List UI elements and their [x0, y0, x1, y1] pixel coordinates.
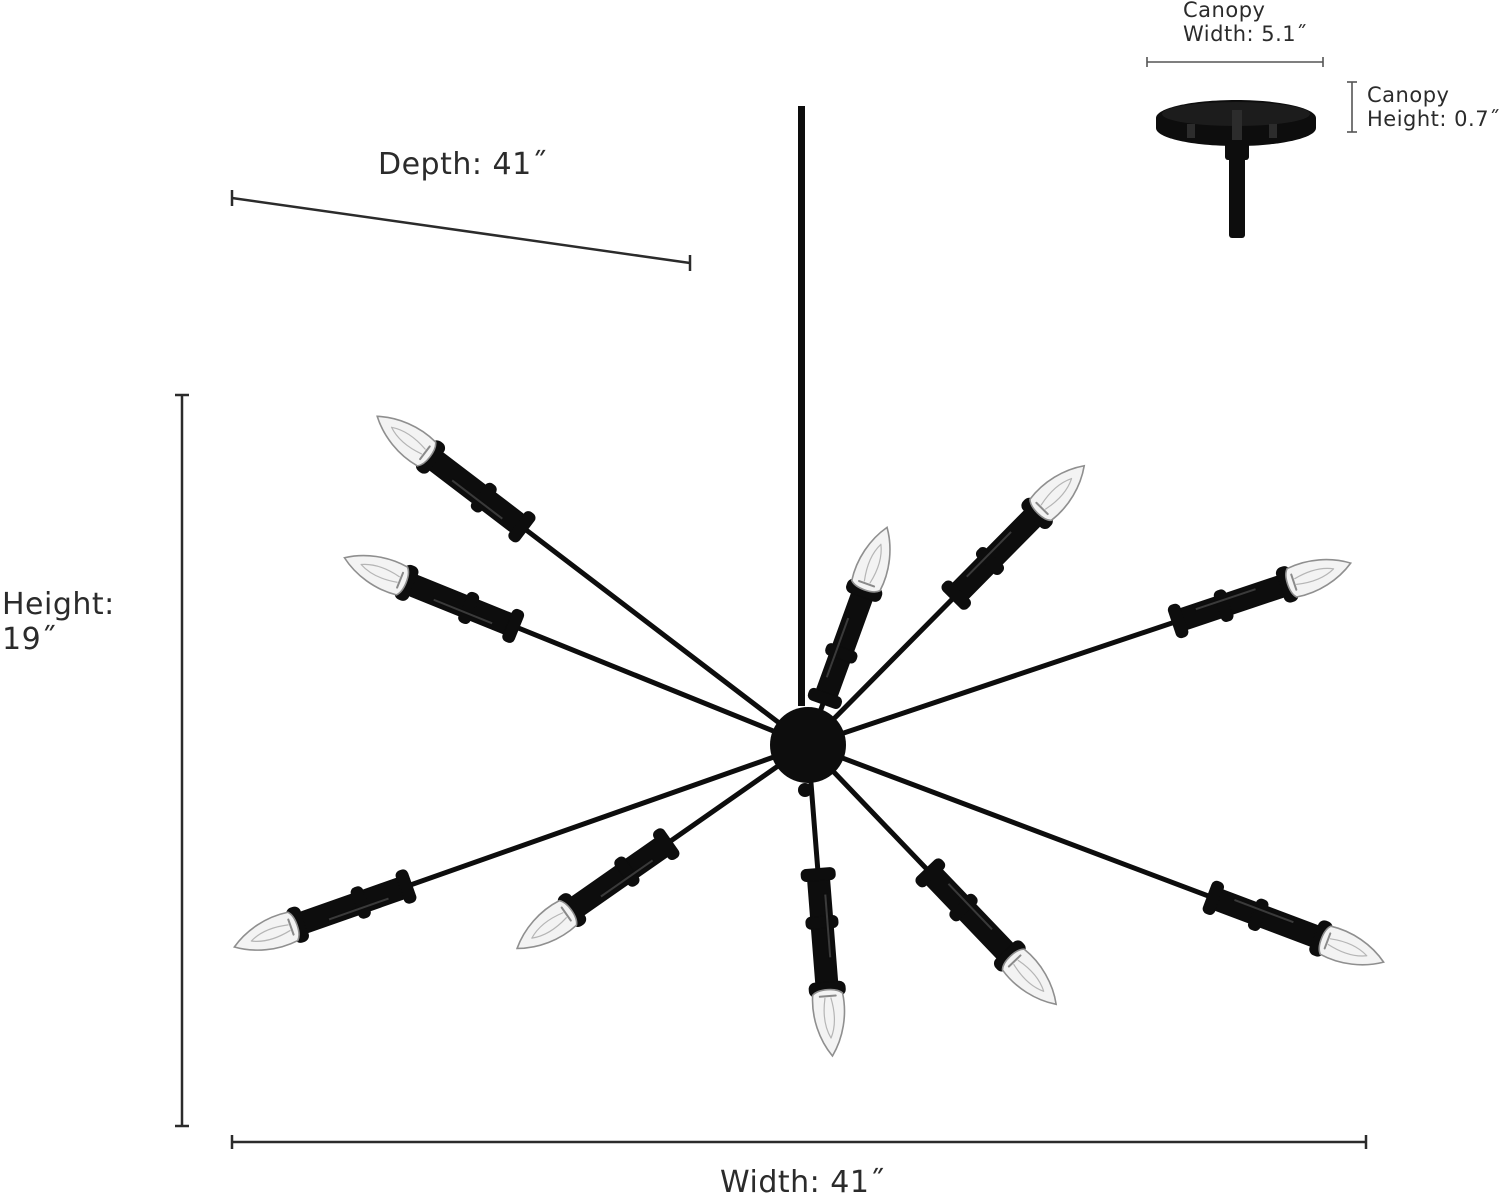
chandelier-arm: [474, 490, 835, 766]
height-label: Height: 19˝: [2, 587, 115, 657]
hub-finial: [798, 783, 812, 797]
sputnik-chandelier-icon: [228, 106, 1391, 1059]
light-bulb-icon: [337, 542, 414, 599]
height-label-line2: 19˝: [2, 621, 57, 657]
width-label: Width: 41˝: [720, 1165, 885, 1200]
candle-socket: [284, 867, 419, 945]
canopy-width-label: Canopy Width: 5.1˝: [1183, 0, 1307, 46]
height-label-line1: Height:: [2, 587, 115, 622]
canopy-height-dimension-line: [1347, 81, 1357, 133]
chandelier-arm: [777, 600, 1234, 758]
depth-dimension-line: [230, 190, 692, 271]
chandelier-arm: [777, 731, 1269, 921]
light-bulb-icon: [848, 520, 903, 597]
canopy-height-line2: Height: 0.7˝: [1367, 107, 1500, 132]
candle-socket: [799, 866, 847, 999]
light-bulb-icon: [1314, 922, 1391, 978]
down-rod: [798, 106, 805, 706]
candle-socket: [555, 825, 682, 930]
light-bulb-icon: [1281, 547, 1357, 601]
width-dimension-line: [230, 1135, 1368, 1149]
chandelier-arm: [350, 732, 839, 908]
canopy-height-line1: Canopy: [1367, 83, 1450, 107]
light-bulb-icon: [366, 402, 441, 471]
candle-socket: [392, 563, 526, 646]
candle-socket: [1200, 878, 1335, 959]
canopy-height-label: Canopy Height: 0.7˝: [1367, 83, 1500, 131]
canopy-width-line1: Canopy: [1183, 0, 1266, 22]
height-dimension-line: [175, 393, 189, 1128]
light-bulb-icon: [228, 909, 304, 963]
depth-label: Depth: 41˝: [378, 147, 548, 182]
candle-socket: [805, 577, 884, 711]
light-bulb-icon: [810, 987, 850, 1059]
candle-socket: [1166, 564, 1301, 641]
light-bulb-icon: [507, 896, 582, 963]
canopy-width-line2: Width: 5.1˝: [1183, 22, 1308, 47]
canopy-width-dimension-line: [1146, 57, 1324, 67]
center-hub: [770, 707, 846, 783]
canopy-icon: [1156, 100, 1316, 238]
